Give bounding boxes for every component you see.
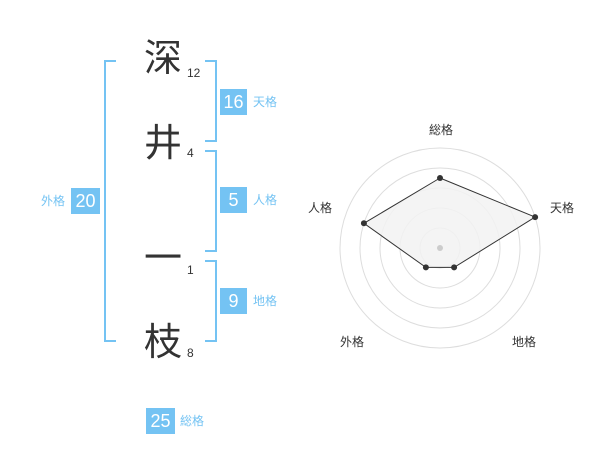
- tenkaku-value: 16: [220, 89, 247, 115]
- jinkaku-bracket: [205, 150, 217, 252]
- name-char-1: 深: [143, 36, 182, 80]
- radar-center-dot: [437, 245, 443, 251]
- name-char-4: 枝: [143, 320, 182, 364]
- tenkaku-bracket: [205, 60, 217, 142]
- radar-ring: [359, 167, 521, 329]
- stroke-count-1: 12: [187, 66, 201, 80]
- name-char-2: 井: [143, 121, 182, 165]
- chikaku-bracket: [205, 260, 217, 342]
- radar-polygon: [362, 177, 537, 268]
- tenkaku-label: 天格: [253, 95, 278, 109]
- chikaku-label: 地格: [253, 294, 278, 308]
- jinkaku-value: 5: [220, 187, 247, 213]
- radar-points: [360, 175, 539, 271]
- radar-point: [451, 264, 458, 271]
- chikaku-value: 9: [220, 288, 247, 314]
- stroke-count-3: 1: [187, 263, 194, 277]
- name-char-3: 一: [143, 236, 182, 280]
- gaikaku-label: 外格: [41, 194, 66, 208]
- radar-point: [532, 214, 539, 221]
- stroke-count-2: 4: [187, 146, 194, 160]
- radar-point: [422, 264, 429, 271]
- radar-axis-label-chikaku: 地格: [512, 334, 536, 349]
- soukaku-value: 25: [146, 408, 175, 434]
- stroke-count-4: 8: [187, 346, 194, 360]
- gaikaku-bracket: [104, 60, 116, 342]
- jinkaku-label: 人格: [253, 193, 278, 207]
- gaikaku-value: 20: [71, 188, 100, 214]
- radar-axis-label-gaikaku: 外格: [340, 334, 364, 349]
- radar-axis-label-jinkaku: 人格: [308, 200, 332, 215]
- radar-ring: [339, 147, 541, 349]
- radar-axis-label-soukaku: 総格: [429, 122, 453, 137]
- radar-point: [437, 175, 443, 181]
- radar-axis-label-tenkaku: 天格: [550, 200, 574, 215]
- soukaku-label: 総格: [180, 414, 205, 428]
- radar-point: [360, 220, 367, 227]
